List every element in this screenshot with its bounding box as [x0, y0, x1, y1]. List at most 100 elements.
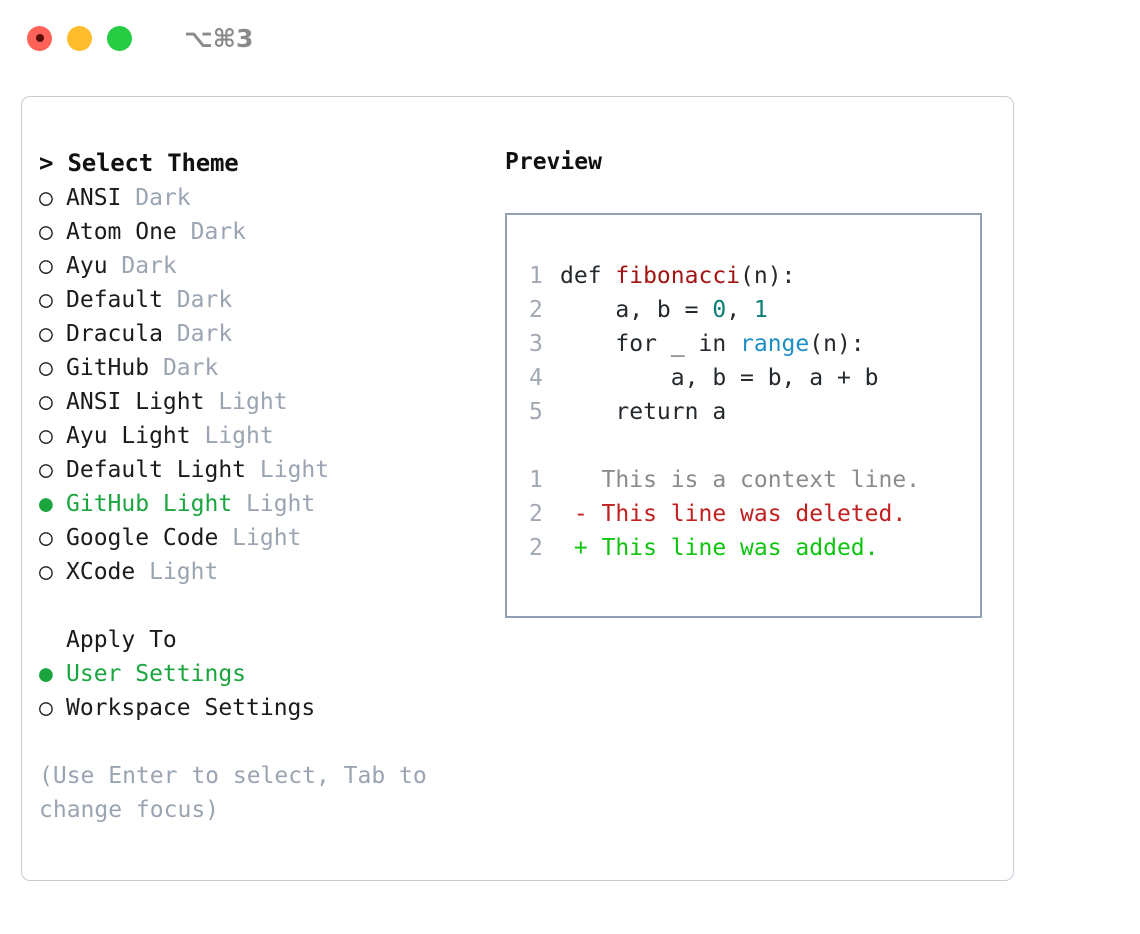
- theme-list-item[interactable]: ● GitHub Light Light: [39, 487, 487, 521]
- radio-unselected-icon: ○: [39, 253, 53, 279]
- code-line: 1 def fibonacci(n):: [529, 259, 980, 293]
- code-token: fibonacci: [615, 263, 741, 289]
- code-token: a, b =: [560, 297, 713, 323]
- code-token: ,: [726, 297, 754, 323]
- theme-variant-label: Dark: [121, 253, 177, 279]
- close-button[interactable]: [27, 25, 52, 51]
- radio-unselected-icon: ○: [39, 287, 53, 313]
- theme-name: ANSI: [66, 185, 136, 211]
- theme-selector-column: > Select Theme ○ANSI Dark○Atom One Dark○…: [22, 145, 487, 827]
- radio-unselected-icon: ○: [39, 321, 53, 347]
- theme-variant-label: Light: [246, 491, 316, 517]
- theme-variant-label: Light: [259, 457, 330, 483]
- preview-title: Preview: [505, 149, 602, 175]
- code-token: a, b = b, a + b: [560, 365, 879, 391]
- line-number: 1: [529, 263, 543, 289]
- radio-unselected-icon: ○: [39, 457, 53, 483]
- theme-list-item[interactable]: ○ANSI Light Light: [39, 385, 487, 419]
- theme-name: Google Code: [66, 525, 233, 551]
- diff-text: This is a context line.: [560, 467, 921, 493]
- code-token: return a: [560, 399, 727, 425]
- radio-unselected-icon: ○: [39, 525, 53, 551]
- line-number: 2: [529, 501, 543, 527]
- theme-variant-label: Dark: [162, 355, 219, 381]
- radio-unselected-icon: ○: [39, 185, 53, 211]
- theme-list-item[interactable]: ○ Default Light Light: [39, 453, 487, 487]
- line-number: 3: [529, 331, 543, 357]
- theme-list-item[interactable]: ○ Dracula Dark: [39, 317, 487, 351]
- code-token: for _ in: [560, 331, 741, 357]
- theme-variant-label: Dark: [176, 321, 233, 347]
- maximize-button[interactable]: [107, 25, 132, 51]
- code-line: 5 return a: [529, 395, 980, 429]
- radio-unselected-icon: ○: [39, 389, 53, 415]
- theme-name: Default: [66, 287, 177, 313]
- content-panel: > Select Theme ○ANSI Dark○Atom One Dark○…: [21, 96, 1014, 881]
- theme-variant-label: Dark: [135, 185, 191, 211]
- keyboard-hint-text: (Use Enter to select, Tab to change focu…: [39, 763, 427, 823]
- theme-variant-label: Light: [149, 559, 219, 585]
- theme-variant-label: Dark: [176, 287, 233, 313]
- apply-to-option[interactable]: ●User Settings: [39, 657, 487, 691]
- apply-to-options[interactable]: ●User Settings○Workspace Settings: [39, 657, 487, 725]
- apply-to-heading: Apply To: [66, 627, 177, 653]
- theme-name: Atom One: [66, 219, 191, 245]
- code-token: (n):: [740, 263, 796, 289]
- diff-block: 1 This is a context line.2 - This line w…: [529, 463, 980, 565]
- diff-line: 2 - This line was deleted.: [529, 497, 980, 531]
- line-number: 2: [529, 297, 543, 323]
- radio-selected-icon: ●: [39, 661, 53, 687]
- theme-list-item[interactable]: ○GitHub Dark: [39, 351, 487, 385]
- theme-list-item[interactable]: ○ Atom One Dark: [39, 215, 487, 249]
- code-token: def: [560, 263, 616, 289]
- code-line: 4 a, b = b, a + b: [529, 361, 980, 395]
- radio-unselected-icon: ○: [39, 219, 53, 245]
- select-theme-header: > Select Theme: [39, 149, 239, 177]
- diff-line: 1 This is a context line.: [529, 463, 980, 497]
- minimize-button[interactable]: [67, 25, 92, 51]
- theme-variant-label: Dark: [190, 219, 247, 245]
- theme-name: ANSI Light: [66, 389, 219, 415]
- code-token: (n):: [809, 331, 865, 357]
- code-line: 3 for _ in range(n):: [529, 327, 980, 361]
- code-line: 2 a, b = 0, 1: [529, 293, 980, 327]
- theme-list-item[interactable]: ○ Default Dark: [39, 283, 487, 317]
- close-icon: [35, 34, 44, 42]
- code-token: 0: [712, 297, 727, 323]
- code-token: range: [740, 331, 810, 357]
- apply-to-option[interactable]: ○Workspace Settings: [39, 691, 487, 725]
- theme-name: Dracula: [66, 321, 177, 347]
- title-bar: ⌥⌘3: [0, 0, 1140, 76]
- radio-selected-icon: ●: [39, 491, 53, 517]
- theme-list[interactable]: ○ ANSI Dark ○ Atom One Dark ○ Ayu Dark ○ Defaul…: [39, 181, 487, 589]
- spacer: [529, 429, 980, 463]
- diff-line: 2 + This line was added.: [529, 531, 980, 565]
- theme-variant-label: Light: [232, 525, 302, 551]
- theme-list-item[interactable]: ○ XCode Light: [39, 555, 487, 589]
- line-number: 1: [529, 467, 543, 493]
- theme-name: Default Light: [66, 457, 260, 483]
- theme-name: XCode: [66, 559, 150, 585]
- radio-unselected-icon: ○: [39, 559, 53, 585]
- theme-list-item[interactable]: ○Ayu Light Light: [39, 419, 487, 453]
- line-number: 5: [529, 399, 543, 425]
- two-column-layout: > Select Theme ○ANSI Dark○Atom One Dark○…: [22, 97, 1013, 827]
- theme-list-item[interactable]: ○ ANSI Dark: [39, 181, 487, 215]
- diff-text: - This line was deleted.: [560, 501, 907, 527]
- theme-name: GitHub Light: [66, 491, 247, 517]
- line-number: 4: [529, 365, 543, 391]
- apply-to-label: Workspace Settings: [66, 695, 316, 721]
- theme-name: Ayu: [66, 253, 122, 279]
- spacer: [39, 589, 487, 623]
- radio-unselected-icon: ○: [39, 423, 53, 449]
- theme-name: Ayu Light: [66, 423, 205, 449]
- theme-list-item[interactable]: ○ Google Code Light: [39, 521, 487, 555]
- theme-list-item[interactable]: ○ Ayu Dark: [39, 249, 487, 283]
- code-token: 1: [753, 297, 768, 323]
- diff-text: + This line was added.: [560, 535, 879, 561]
- line-number: 2: [529, 535, 543, 561]
